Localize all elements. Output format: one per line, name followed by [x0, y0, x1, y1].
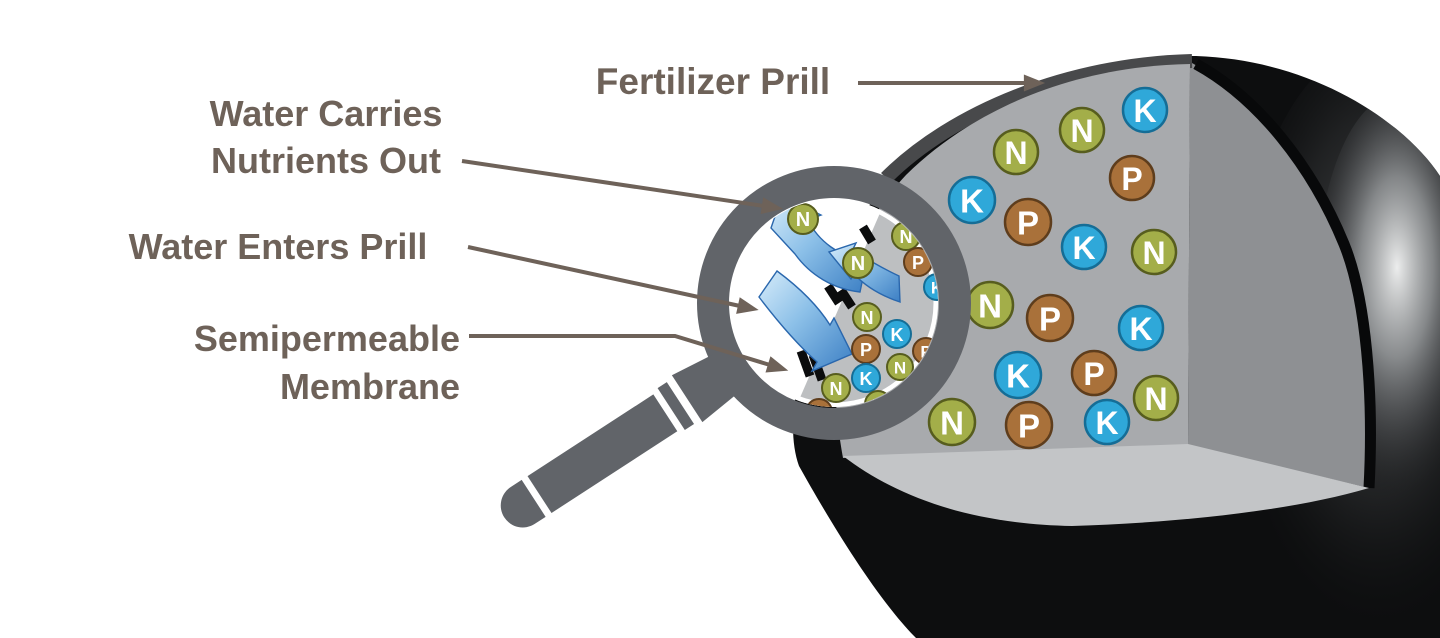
nutrient-circle-n — [1130, 228, 1178, 276]
nutrient-letter-n: N — [900, 227, 913, 247]
magnifier-ring — [697, 166, 971, 440]
nutrient-letter-k: K — [860, 369, 873, 389]
nutrient-circle-p — [1070, 349, 1118, 397]
nutrient-letter-k: K — [1095, 405, 1118, 441]
water-out-pointer-line — [461, 159, 783, 215]
nutrient-letter-k: K — [1129, 311, 1152, 347]
water-carries-label-line2: Nutrients Out — [211, 140, 441, 181]
water-carries-label-line1: Water Carries — [209, 93, 443, 134]
nutrient-circle-k — [1083, 398, 1131, 446]
fertilizer-prill-label: Fertilizer Prill — [563, 61, 863, 103]
nutrient-letter-n: N — [940, 405, 964, 442]
magnifier-handle — [500, 354, 739, 528]
nutrient-circle-n — [1132, 374, 1180, 422]
nutrient-letter-p: P — [1121, 161, 1142, 197]
nutrient-letter-p: P — [1018, 408, 1040, 445]
nutrient-circle-n — [821, 373, 851, 403]
water-enters-label-text: Water Enters Prill — [128, 226, 428, 267]
nutrient-letter-p: P — [1017, 205, 1039, 242]
handle-collar — [671, 354, 739, 423]
handle-stripe — [657, 382, 695, 431]
nutrient-letter-n: N — [894, 359, 906, 378]
nutrient-letter-k: K — [1006, 358, 1030, 395]
handle-body — [527, 394, 678, 514]
nutrient-letter-n: N — [861, 308, 874, 328]
nutrient-letter-n: N — [851, 253, 865, 275]
water-carries-nutrients-out-label: Water Carries Nutrients Out — [140, 90, 512, 184]
handle-endcap — [500, 479, 546, 528]
nutrient-circle-k — [882, 319, 912, 349]
nutrient-circle-n — [852, 302, 882, 332]
nutrient-circle-p — [1004, 400, 1054, 450]
nutrient-letter-n: N — [796, 209, 810, 231]
semipermeable-label-line1: Semipermeable — [193, 318, 460, 359]
nutrient-letter-k: K — [891, 325, 904, 345]
nutrient-circle-n — [1058, 106, 1106, 154]
prill-rim-arc — [881, 54, 1193, 183]
semipermeable-membrane-label: Semipermeable Membrane — [110, 315, 460, 411]
semipermeable-label-line2: Membrane — [279, 366, 460, 407]
nutrient-circle-n — [787, 203, 819, 235]
nutrient-letter-n: N — [1070, 113, 1093, 149]
water-in-arrow — [758, 270, 853, 373]
nutrient-letter-k: K — [960, 183, 984, 220]
nutrient-letter-n: N — [830, 379, 843, 399]
nutrient-letter-k: K — [1133, 93, 1156, 129]
water-enters-pointer-line — [467, 245, 759, 314]
prill-cut-face-right — [1188, 62, 1370, 488]
nutrient-letter-n: N — [1144, 381, 1167, 417]
nutrient-letter-p: P — [860, 340, 872, 360]
nutrient-letter-k: K — [931, 279, 944, 298]
nutrient-circle-k — [1121, 86, 1169, 134]
nutrient-circle-k — [1117, 304, 1165, 352]
nutrient-circle-n — [886, 353, 914, 381]
nutrient-circle-k — [993, 350, 1043, 400]
nutrient-circle-p — [1025, 293, 1075, 343]
nutrient-letter-p: P — [813, 404, 824, 423]
shell-shadow-band — [1193, 59, 1376, 489]
nutrient-letter-n: N — [1004, 135, 1027, 171]
nutrient-letter-p: P — [1083, 356, 1104, 392]
nutrient-letter-p: P — [1039, 301, 1061, 338]
nutrient-letter-p: P — [912, 253, 924, 273]
nutrient-circle-k — [947, 175, 997, 225]
nutrient-circle-n — [992, 128, 1040, 176]
prill-cut-floor — [843, 444, 1369, 526]
nutrient-circle-p — [1003, 197, 1053, 247]
water-enters-prill-label: Water Enters Prill — [88, 226, 468, 268]
membrane-pointer-line — [469, 334, 789, 373]
nutrient-circle-k — [851, 363, 881, 393]
nutrient-circle-n — [927, 397, 977, 447]
nutrient-circle-n — [842, 247, 874, 279]
nutrient-circle-p — [1108, 154, 1156, 202]
nutrient-letter-n: N — [1142, 235, 1165, 271]
nutrient-letter-n: N — [978, 288, 1002, 325]
nutrient-letter-k: K — [1072, 230, 1095, 266]
nutrient-circle-k — [1060, 223, 1108, 271]
fertilizer-prill-label-text: Fertilizer Prill — [595, 61, 831, 102]
